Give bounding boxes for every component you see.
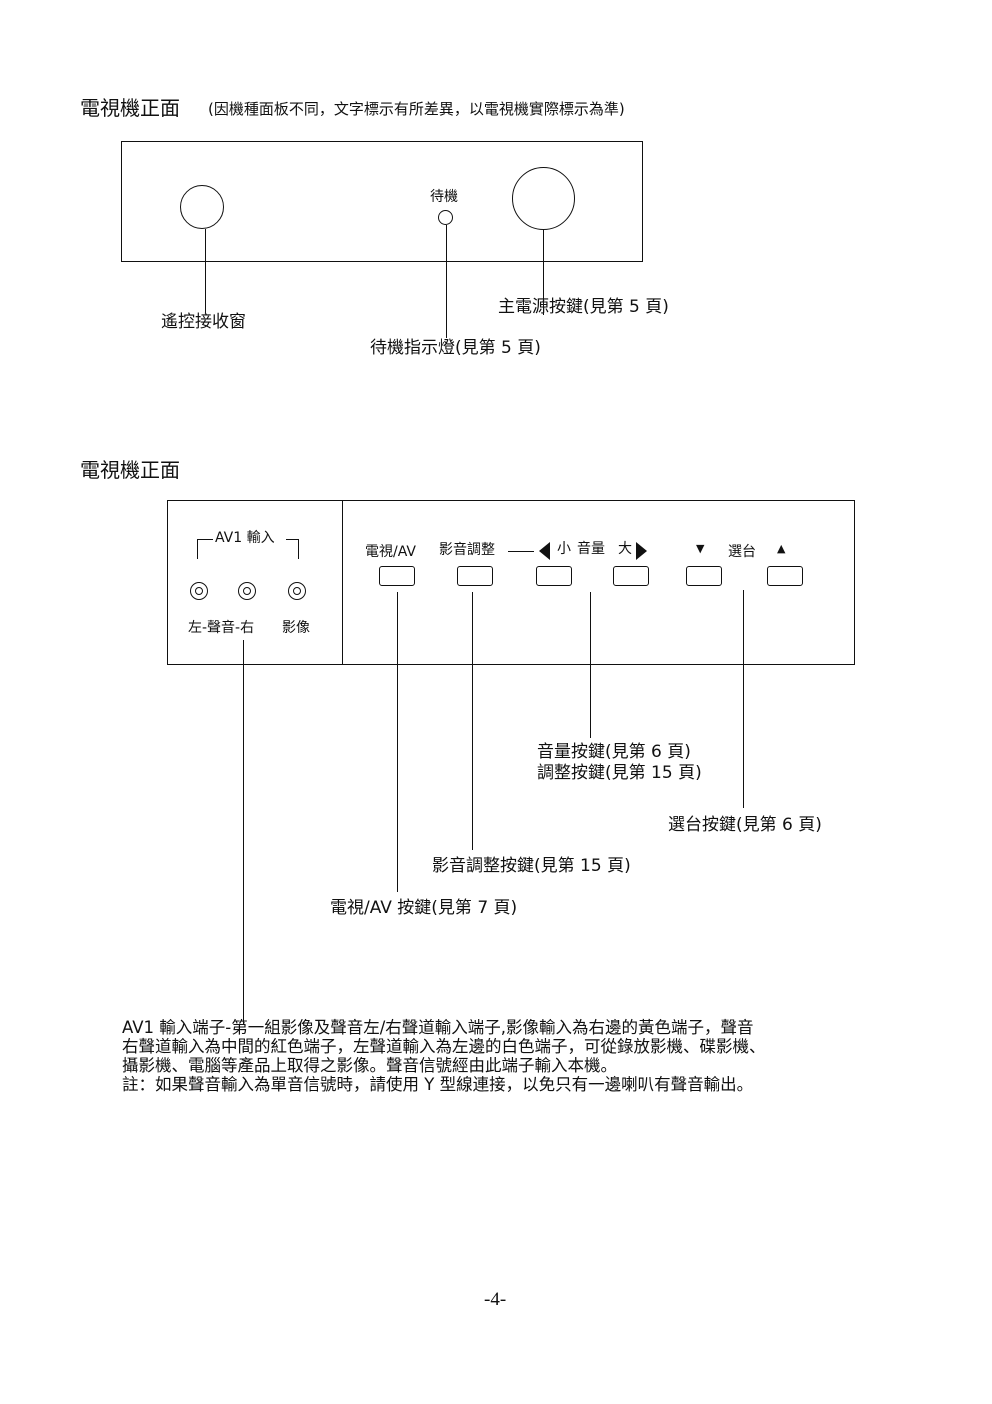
power-button-callout: 主電源按鍵(見第 5 頁)	[498, 297, 669, 317]
av-adjust-key-callout: 影音調整按鍵(見第 15 頁)	[432, 856, 631, 876]
av1-jack-leader-line	[243, 640, 244, 1025]
channel-down-icon: ▼	[696, 542, 705, 555]
av-adjust-dash	[508, 551, 534, 552]
volume-key-callout: 音量按鍵(見第 6 頁)	[537, 742, 691, 762]
volume-large-label: 大	[618, 541, 632, 557]
av-adjust-leader-line	[472, 592, 473, 850]
section2-title: 電視機正面	[80, 458, 180, 482]
standby-indicator-callout: 待機指示燈(見第 5 頁)	[370, 338, 541, 358]
tv-av-button	[379, 566, 415, 586]
tv-av-panel-label: 電視/AV	[365, 544, 416, 560]
description-line-3: 攝影機、電腦等產品上取得之影像。聲音信號經由此端子輸入本機。	[122, 1056, 617, 1075]
channel-panel-label: 選台	[728, 544, 756, 560]
description-line-2: 右聲道輸入為中間的紅色端子，左聲道輸入為左邊的白色端子，可從錄放影機、碟影機、	[122, 1037, 766, 1056]
volume-increase-arrow-icon	[636, 542, 647, 560]
av1-bracket-left-drop	[197, 539, 198, 559]
video-jack-label: 影像	[282, 620, 310, 636]
volume-panel-label: 音量	[577, 541, 605, 557]
audio-right-jack	[238, 582, 256, 600]
adjust-key-callout: 調整按鍵(見第 15 頁)	[537, 763, 702, 783]
front-panel-detailed	[167, 500, 855, 665]
av1-bracket-right-drop	[298, 539, 299, 559]
av1-bracket-right	[286, 539, 298, 540]
tv-av-leader-line	[397, 592, 398, 892]
page-number: -4-	[484, 1289, 507, 1310]
standby-led-leader-line	[446, 225, 447, 338]
av1-group-label: AV1 輸入	[215, 530, 275, 546]
section1-note: (因機種面板不同，文字標示有所差異，以電視機實際標示為準)	[208, 100, 625, 118]
audio-left-jack	[190, 582, 208, 600]
standby-panel-label: 待機	[430, 189, 458, 205]
channel-leader-line	[743, 590, 744, 808]
volume-up-button	[613, 566, 649, 586]
channel-key-callout: 選台按鍵(見第 6 頁)	[668, 815, 822, 835]
remote-window-callout: 遙控接收窗	[161, 312, 246, 332]
volume-leader-line	[590, 592, 591, 738]
volume-decrease-arrow-icon	[539, 542, 550, 560]
volume-down-button	[536, 566, 572, 586]
channel-down-button	[686, 566, 722, 586]
main-power-button	[512, 167, 575, 230]
standby-indicator-led	[438, 210, 453, 225]
section1-title: 電視機正面	[80, 96, 180, 120]
av-adjust-button	[457, 566, 493, 586]
av-adjust-panel-label: 影音調整	[439, 542, 495, 558]
tv-av-key-callout: 電視/AV 按鍵(見第 7 頁)	[330, 898, 518, 918]
volume-small-label: 小	[557, 541, 571, 557]
panel-divider	[342, 500, 343, 665]
channel-up-button	[767, 566, 803, 586]
av1-bracket-left	[197, 539, 213, 540]
description-line-1: AV1 輸入端子-第一組影像及聲音左/右聲道輸入端子,影像輸入為右邊的黃色端子，…	[122, 1018, 754, 1037]
power-button-leader-line	[543, 229, 544, 315]
channel-up-icon: ▲	[777, 542, 786, 555]
audio-jack-label: 左-聲音-右	[188, 620, 255, 636]
remote-window-leader-line	[205, 229, 206, 313]
video-jack	[288, 582, 306, 600]
remote-sensor-window	[180, 185, 224, 229]
description-note: 註：如果聲音輸入為單音信號時，請使用 Y 型線連接，以免只有一邊喇叭有聲音輸出。	[122, 1075, 754, 1094]
front-panel-simple	[121, 141, 643, 262]
